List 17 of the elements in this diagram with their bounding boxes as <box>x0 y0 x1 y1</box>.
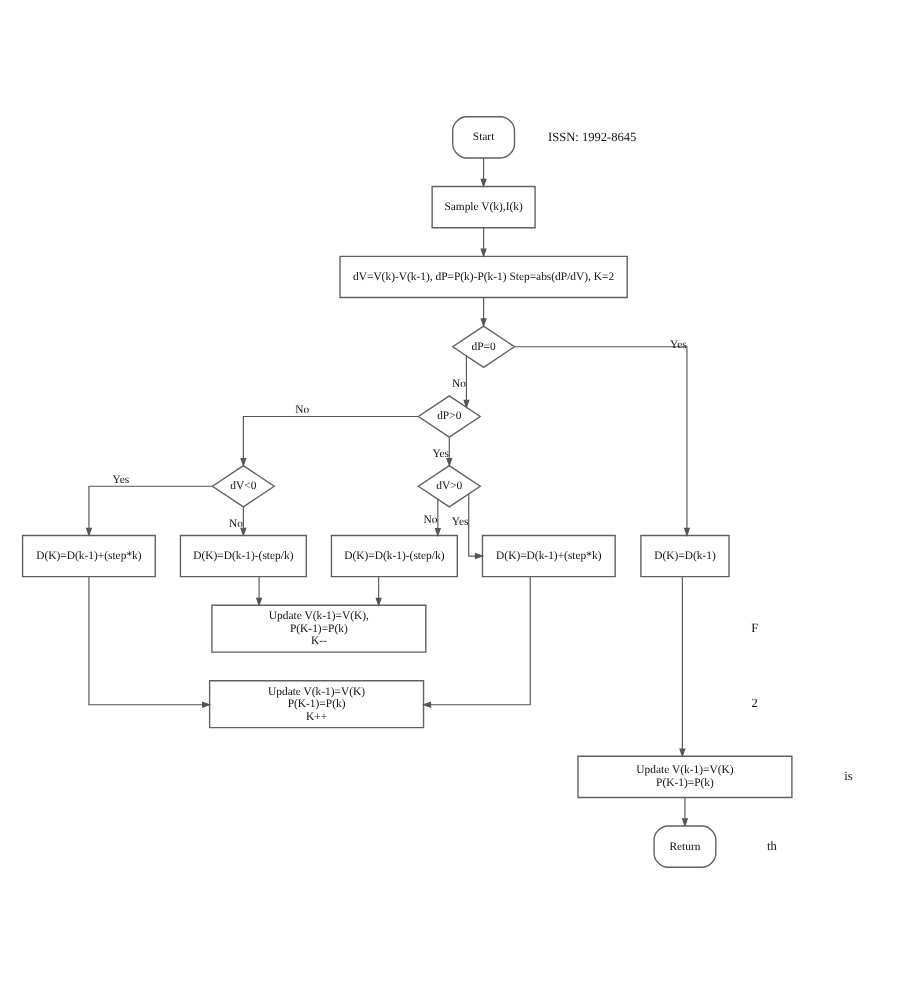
arrow <box>462 355 469 409</box>
arrow <box>479 157 486 188</box>
arrow <box>421 576 530 708</box>
arrow <box>239 415 418 468</box>
arrow <box>239 506 246 537</box>
arrow <box>513 346 690 537</box>
arrow <box>445 436 452 468</box>
arrow <box>680 797 688 828</box>
arrow <box>84 485 212 537</box>
arrow <box>678 576 685 758</box>
arrow <box>467 493 484 560</box>
arrow <box>479 297 486 328</box>
arrow <box>433 498 441 538</box>
arrow <box>87 576 211 708</box>
arrow <box>254 576 262 607</box>
arrow <box>374 576 381 607</box>
arrow <box>479 227 486 258</box>
